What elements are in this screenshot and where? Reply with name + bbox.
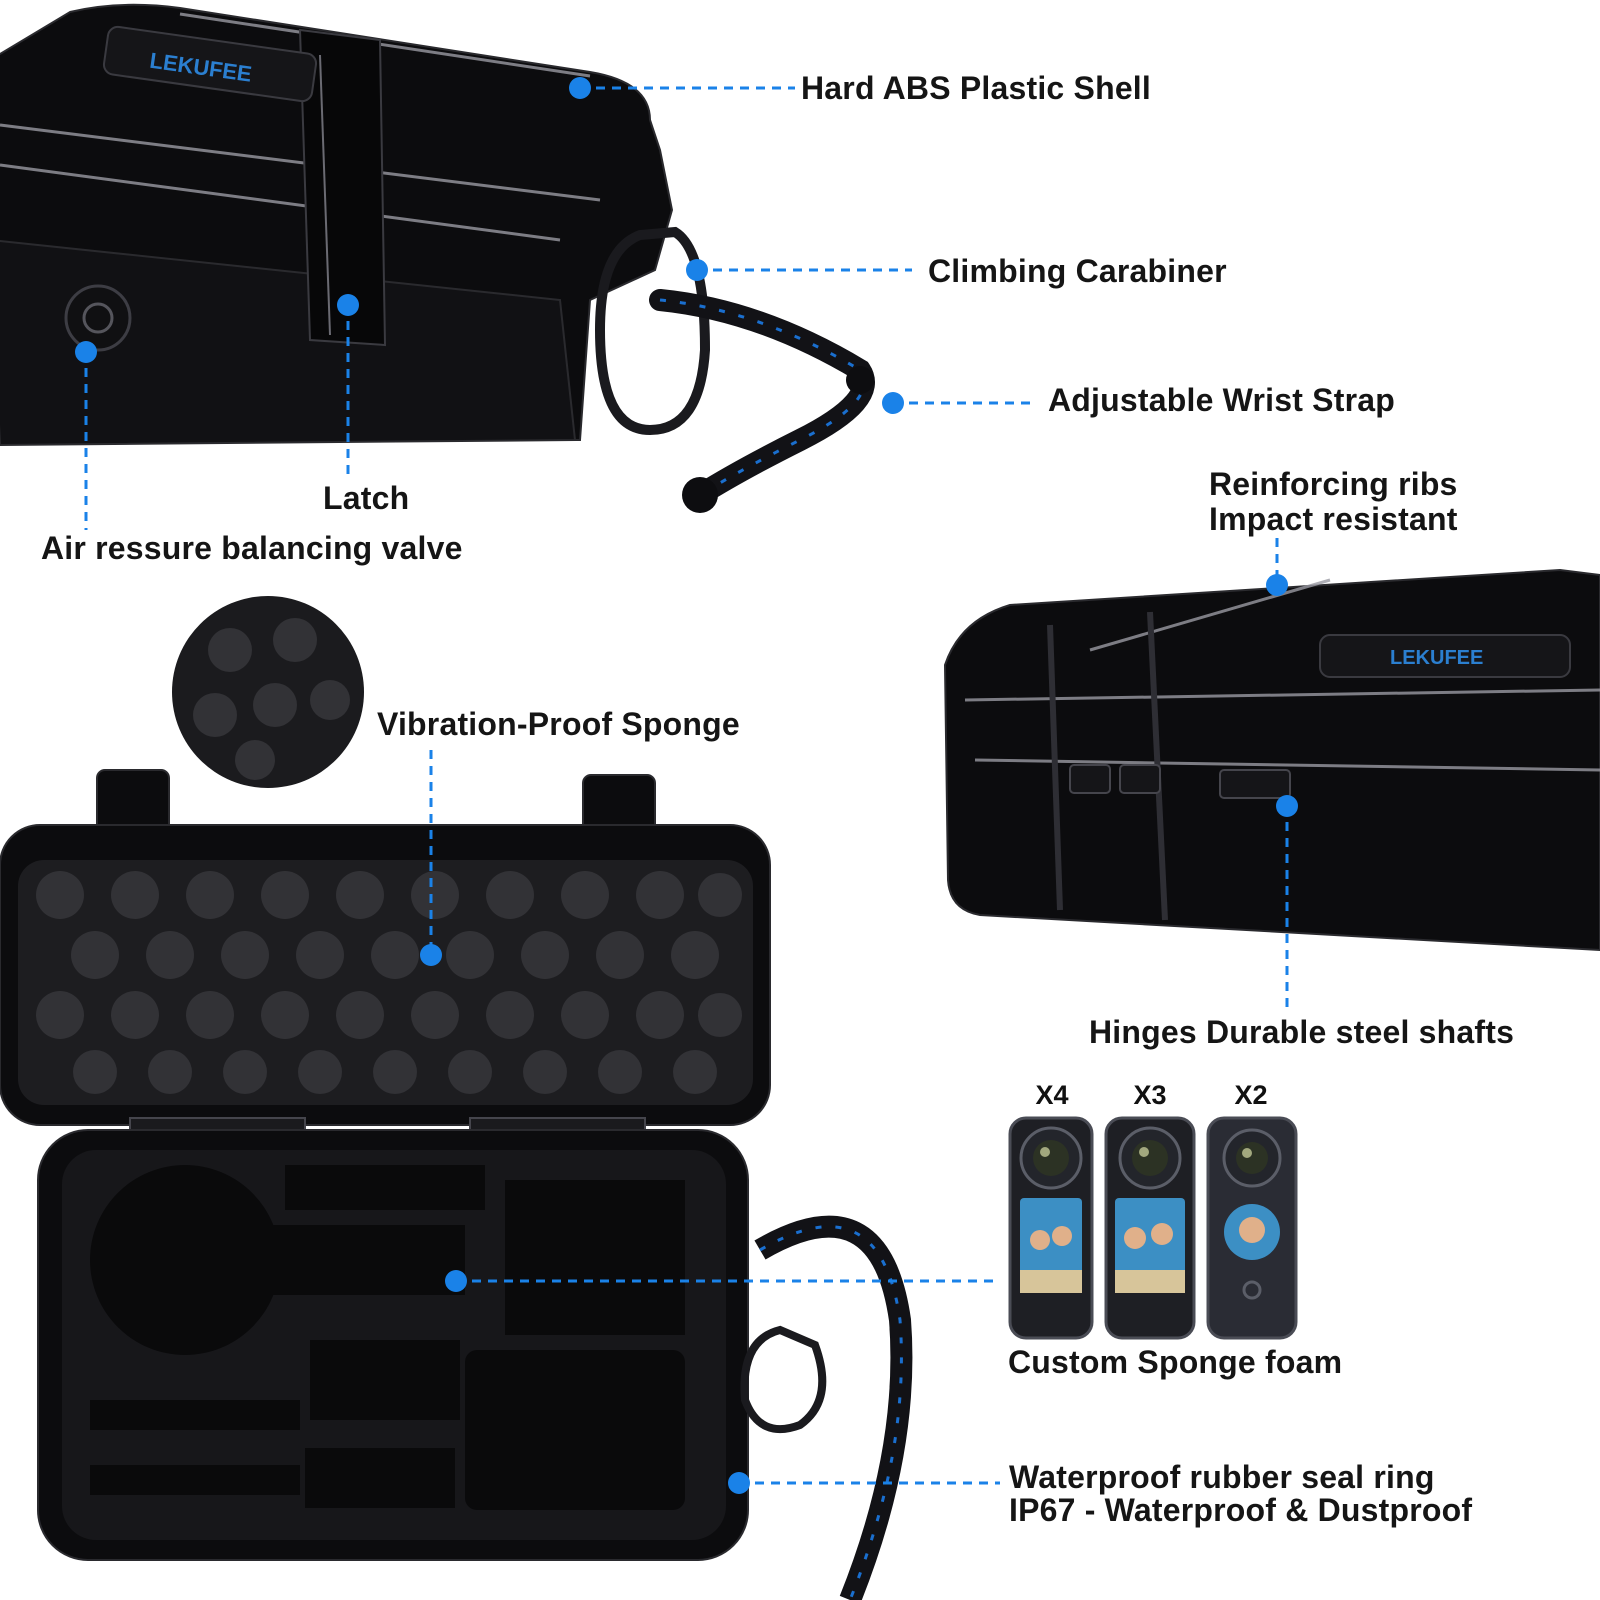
callout-latch: Latch <box>323 480 410 516</box>
camera-label-x2: X2 <box>1234 1080 1268 1110</box>
carabiner-shape <box>594 226 711 436</box>
callout-carabiner: Climbing Carabiner <box>928 253 1227 289</box>
callout-wrist-strap: Adjustable Wrist Strap <box>1048 382 1395 418</box>
callout-sponge: Vibration-Proof Sponge <box>377 706 740 742</box>
closed-case-top-view: LEKUFEE <box>0 3 875 513</box>
callout-ribs-line2: Impact resistant <box>1209 501 1458 537</box>
callout-seal-line2: IP67 - Waterproof & Dustproof <box>1009 1492 1473 1528</box>
sponge-sample <box>172 596 364 788</box>
callout-ribs-line1: Reinforcing ribs <box>1209 466 1458 502</box>
camera-x3 <box>1104 1116 1196 1340</box>
callout-hinges: Hinges Durable steel shafts <box>1089 1014 1515 1050</box>
camera-label-x4: X4 <box>1035 1080 1069 1110</box>
open-case-base <box>37 1117 913 1600</box>
callout-leaders <box>75 77 1298 1494</box>
closed-case-side-view: LEKUFEE <box>943 568 1600 952</box>
brand-logo-side: LEKUFEE <box>1319 634 1571 678</box>
brand-logo-top: LEKUFEE <box>102 25 318 103</box>
callout-hard-shell: Hard ABS Plastic Shell <box>801 70 1151 106</box>
open-case-lid <box>0 769 771 1126</box>
camera-x4 <box>1008 1116 1094 1340</box>
callout-custom-foam: Custom Sponge foam <box>1008 1344 1343 1380</box>
valve-knob <box>64 284 132 352</box>
svg-text:LEKUFEE: LEKUFEE <box>1390 647 1483 669</box>
foam-cutouts <box>90 1165 685 1510</box>
callout-seal-line1: Waterproof rubber seal ring <box>1009 1459 1435 1495</box>
egg-crate-foam <box>36 871 742 1094</box>
callout-valve: Air ressure balancing valve <box>41 530 463 566</box>
camera-x2 <box>1206 1116 1298 1340</box>
camera-label-x3: X3 <box>1133 1080 1167 1110</box>
